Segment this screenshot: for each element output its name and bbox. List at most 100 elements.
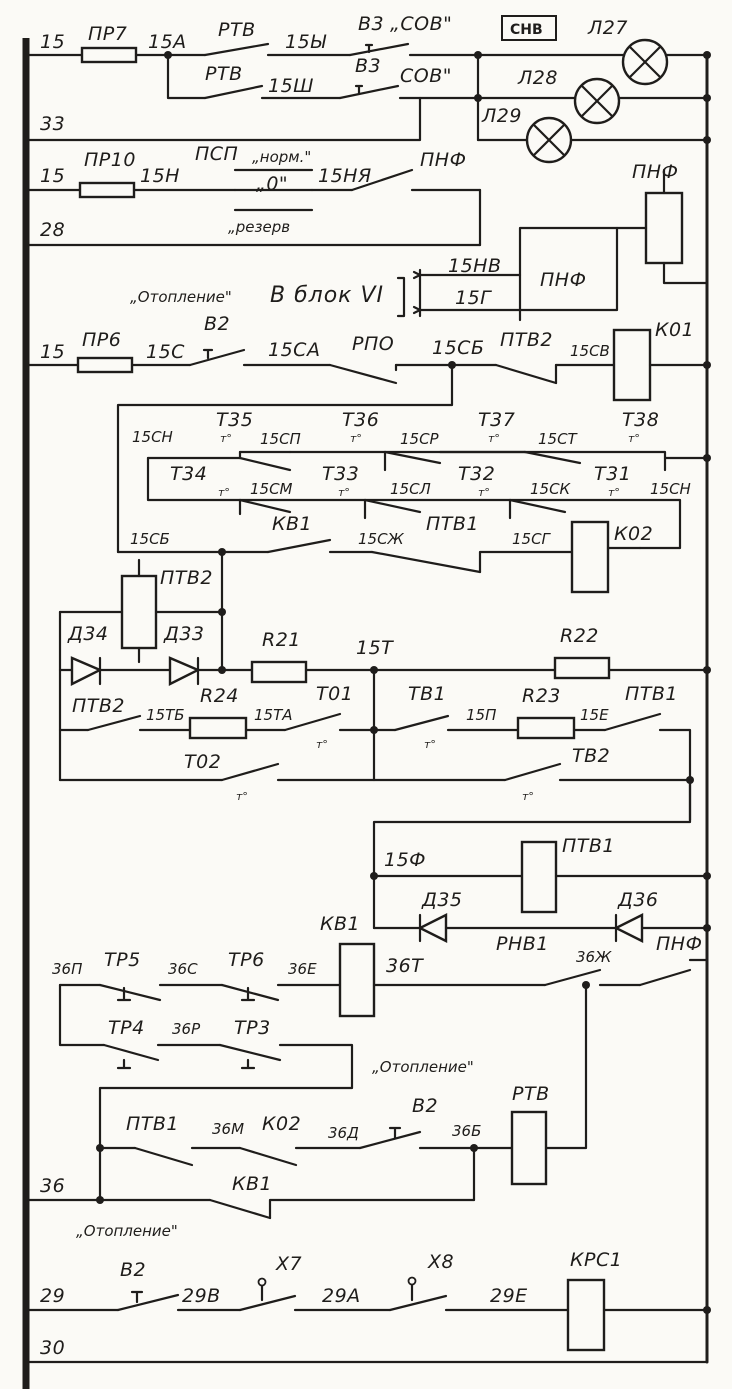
label-w36M: 36М [212,1120,244,1138]
contact-tv2 [503,762,562,782]
label-rtv-c: РТВ [512,1083,550,1105]
label-tr4: ТР4 [108,1017,145,1039]
diode-d36 [613,913,644,943]
label-kv1-a: КВ1 [272,513,312,535]
label-w29: 29 [40,1285,65,1307]
label-ptv1-a: ПТВ1 [426,513,479,535]
coil-k02 [570,520,610,594]
label-w36T: 36Т [386,955,424,977]
label-ptv1-d: ПТВ1 [126,1113,179,1135]
label-w15SP: 15СП [260,430,301,448]
circuit-row-t02 [58,762,694,784]
thermal-relay-ladder [116,363,711,594]
contact-k02-b [238,1146,298,1167]
label-t02: Т02 [184,751,221,773]
label-w15SL: 15СЛ [390,480,431,498]
label-t33: Т33 [322,463,359,485]
label-k01: К01 [655,319,694,341]
label-w15SB-b: 15СБ [130,530,170,548]
contact-kv1-a [266,538,332,554]
svg-text:т°: т° [236,790,248,803]
label-l28: Л28 [517,67,558,89]
label-l27: Л27 [587,17,628,39]
label-w15A: 15А [148,31,187,53]
circuit-row-psp [26,168,482,247]
label-heating-b: „Отопление" [372,1058,474,1076]
contact-x7 [238,1294,297,1312]
label-w30: 30 [40,1337,65,1359]
label-w29E: 29Е [490,1285,528,1307]
label-tv2: ТВ2 [572,745,610,767]
label-w29A: 29А [322,1285,361,1307]
label-v2-c: В2 [120,1259,146,1281]
label-w15Y: 15Ы [285,31,327,53]
label-w15Sh: 15Ш [268,75,314,97]
label-w15P: 15П [466,706,496,724]
contact-kv1-c [208,1198,272,1220]
label-t01: Т01 [316,683,353,705]
label-pr7: ПР7 [88,23,127,45]
label-w15ST: 15СТ [538,430,579,448]
label-v2-a: В2 [204,313,230,335]
contact-tr3 [218,1043,282,1062]
label-rnv1: РНВ1 [496,933,549,955]
label-rtv-b: РТВ [205,63,243,85]
circuit-row-rtv [96,1110,548,1202]
label-pnf-b: ПНФ [632,161,678,183]
switch-v2-c [116,1293,180,1312]
switch-v2-b [358,1130,422,1150]
label-w15SN-a: 15СН [132,428,173,446]
circuit-row-36 [26,1196,476,1220]
coil-kv1 [338,942,376,1018]
lamp-l28 [573,77,621,125]
label-w36E: 36Е [288,960,317,978]
label-ptv1-c: ПТВ1 [562,835,615,857]
label-tv1: ТВ1 [408,683,446,705]
label-w15-a: 15 [40,31,65,53]
label-r21: R21 [262,629,301,651]
label-w15F: 15Ф [384,849,426,871]
svg-text:т°: т° [220,432,232,445]
circuit-row-k01 [26,328,711,402]
label-x8: Х8 [427,1251,454,1273]
coil-k01 [612,328,652,402]
contact-ptv1-d [133,1146,194,1167]
contact-rtv-a [203,42,270,57]
svg-text:т°: т° [628,432,640,445]
label-t37: Т37 [478,409,515,431]
label-w15NV: 15НВ [448,255,502,277]
label-norm: „норм." [252,148,311,166]
diode-d34 [70,656,103,686]
fuse-pr6 [76,356,134,374]
diode-d33 [168,656,201,686]
label-r24: R24 [200,685,239,707]
label-ptv2-a: ПТВ2 [500,329,553,351]
label-w28: 28 [40,219,65,241]
svg-text:т°: т° [522,790,534,803]
label-rpo: РПО [352,333,394,355]
snv-box [501,15,557,41]
wire-33 [26,96,422,142]
label-w36: 36 [40,1175,65,1197]
resistor-r21 [250,660,308,684]
label-w15E: 15Е [580,706,609,724]
label-t36: Т36 [342,409,379,431]
resistor-r23 [516,716,576,740]
label-t38: Т38 [622,409,659,431]
contact-rnv1 [543,968,602,987]
resistor-r22 [553,656,611,680]
coil-krs1 [566,1278,606,1352]
label-pnf-d: ПНФ [656,933,702,955]
label-w36R: 36Р [172,1020,201,1038]
label-w15-b: 15 [40,165,65,187]
label-psp: ПСП [195,143,238,165]
coil-rtv [510,1110,548,1186]
label-w15T: 15Т [356,637,394,659]
label-w36Zh: 36Ж [576,948,612,966]
svg-text:т°: т° [316,738,328,751]
label-rezerv: „резерв [228,218,290,236]
label-x7: Х7 [275,1253,302,1275]
circuit-row-r24 [58,668,692,822]
fuse-pr7 [80,46,138,64]
label-heating-a: „Отопление" [130,288,232,306]
